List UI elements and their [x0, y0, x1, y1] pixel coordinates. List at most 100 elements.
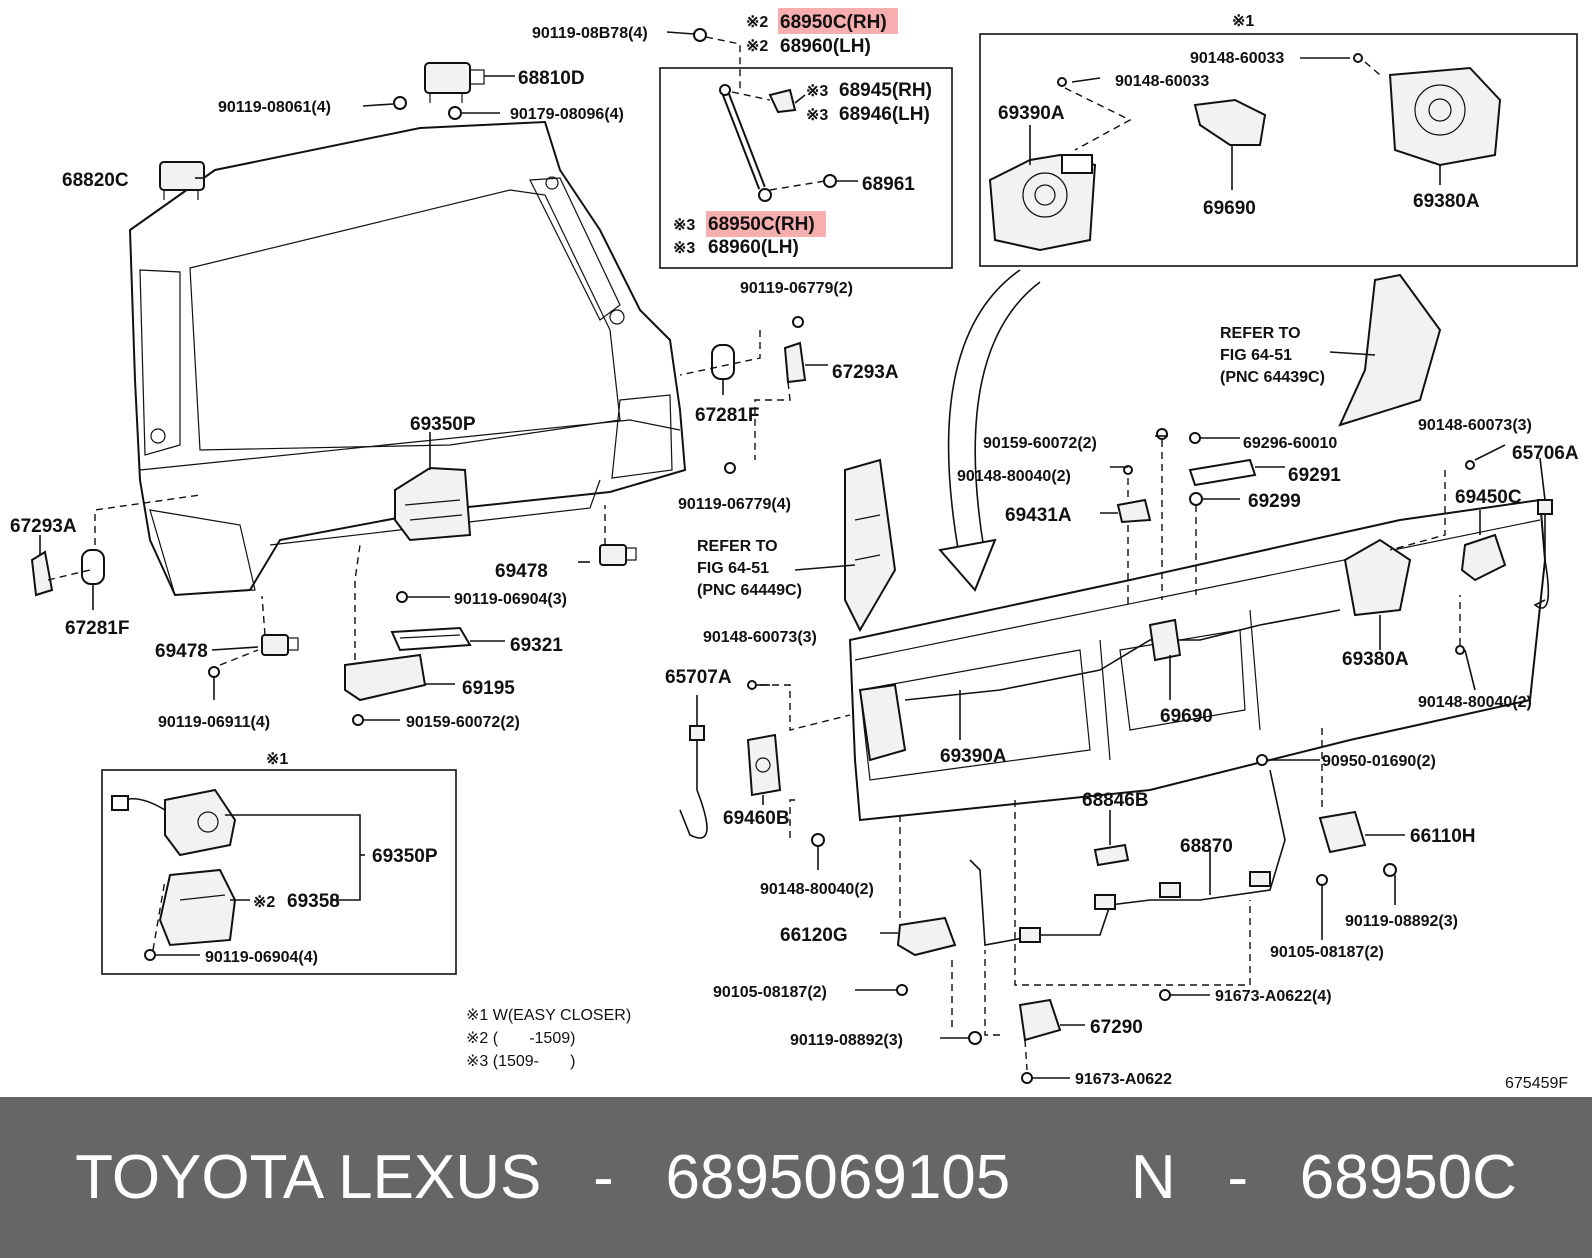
side-bracket-right [1338, 273, 1442, 427]
mark-3-d: ※3 [673, 240, 695, 257]
callout-labels: 90119-08B78(4) ※2 68950C(RH) ※2 68960(LH… [10, 12, 1579, 1092]
label-68820C: 68820C [62, 170, 129, 191]
label-69291: 69291 [1288, 465, 1341, 486]
label-90119-06911-4: 90119-06911(4) [158, 714, 270, 731]
label-90148-60033-a: 90148-60033 [1190, 50, 1284, 67]
label-68946: 68946(LH) [839, 104, 930, 125]
cable-69690 [904, 609, 1341, 701]
lock-69450C [1460, 533, 1507, 582]
damper-68810D [424, 62, 485, 103]
label-69296-60010: 69296-60010 [1243, 435, 1337, 452]
mark-3-a: ※3 [806, 83, 828, 100]
highlight-68950C-top [778, 8, 898, 34]
label-67293A-left: 67293A [10, 516, 77, 537]
footer-title: TOYOTA LEXUS - 6895069105 N - 68950C [0, 1097, 1592, 1258]
stopper-67293A-right [783, 341, 807, 384]
label-69358: 69358 [287, 891, 340, 912]
legend-line-3: ※3 (1509- ) [466, 1053, 575, 1070]
harness-68870 [969, 769, 1286, 946]
label-69390A-main: 69390A [940, 746, 1007, 767]
mark-3-c: ※3 [673, 217, 695, 234]
damper-68820C [159, 161, 205, 200]
label-69350P-inset: 69350P [372, 846, 438, 867]
motor-69390A-inset [988, 153, 1097, 252]
label-67293A-right: 67293A [832, 362, 899, 383]
motor-69380A-inset [1388, 66, 1502, 167]
label-66120G: 66120G [780, 925, 848, 946]
mark-2-b: ※2 [746, 38, 768, 55]
direction-arrow [938, 269, 1041, 592]
label-pnc-1: (PNC 64439C) [1220, 369, 1325, 386]
stopper-67293A-left [30, 550, 54, 597]
label-90159-60072-2b: 90159-60072(2) [406, 714, 520, 731]
label-90119-08892-3a: 90119-08892(3) [1345, 913, 1458, 930]
label-90119-06779-4: 90119-06779(4) [678, 496, 791, 513]
label-pnc-2: (PNC 64449C) [697, 582, 802, 599]
mark-2-inset: ※2 [253, 894, 275, 911]
label-67290: 67290 [1090, 1017, 1143, 1038]
switch-69478-right [599, 544, 637, 566]
label-refer-to-2: REFER TO [697, 538, 778, 555]
footer-pnc: 68950C [1299, 1143, 1517, 1212]
label-68960-lh-top: 68960(LH) [780, 36, 871, 57]
footer-separator-1: - [593, 1143, 614, 1212]
label-69380A-top: 69380A [1413, 191, 1480, 212]
label-91673-A0622-4: 91673-A0622(4) [1215, 988, 1332, 1005]
label-69390A-top: 69390A [998, 103, 1065, 124]
easy-closer-inset-top [979, 33, 1578, 267]
highlight-68950C-box [706, 211, 826, 237]
label-90119-06904-4: 90119-06904(4) [205, 949, 318, 966]
footer-part-number: 6895069105 [665, 1143, 1011, 1212]
nut-90179-08096 [448, 106, 500, 120]
legend-line-2: ※2 ( -1509) [466, 1030, 575, 1047]
label-90119-08061: 90119-08061(4) [218, 99, 331, 116]
label-fig-2: FIG 64-51 [697, 560, 769, 577]
label-90119-06779-2: 90119-06779(2) [740, 280, 853, 297]
striker-69460B [746, 733, 782, 797]
label-67281F-left: 67281F [65, 618, 129, 639]
bracket-69431A [1116, 498, 1152, 524]
sensor-65707A [679, 725, 708, 839]
label-90148-60033-b: 90148-60033 [1115, 73, 1209, 90]
label-90119-06904-3: 90119-06904(3) [454, 591, 567, 608]
bolt-90119-08061 [362, 96, 407, 110]
switch-66120G [896, 916, 957, 957]
cover-69358 [158, 868, 237, 947]
label-90105-08187-2a: 90105-08187(2) [1270, 944, 1384, 961]
label-69299: 69299 [1248, 491, 1301, 512]
label-68870: 68870 [1180, 836, 1233, 857]
switch-69478-left [261, 634, 299, 656]
stopper-67290 [1018, 998, 1062, 1042]
label-refer-to-1: REFER TO [1220, 325, 1301, 342]
strut-inset-frame [659, 67, 953, 269]
label-90119-08892-3b: 90119-08892(3) [790, 1032, 903, 1049]
label-90148-80040-2b: 90148-80040(2) [1418, 694, 1532, 711]
label-68846B: 68846B [1082, 790, 1149, 811]
label-90105-08187-2b: 90105-08187(2) [713, 984, 827, 1001]
figure-code: 675459F [1505, 1075, 1568, 1092]
label-69450C: 69450C [1455, 487, 1522, 508]
label-91673-A0622: 91673-A0622 [1075, 1071, 1172, 1088]
cover-69291 [1188, 458, 1257, 487]
mark-3-b: ※3 [806, 107, 828, 124]
side-bracket-left [844, 458, 897, 633]
mark-2-a: ※2 [746, 14, 768, 31]
bracket-68945 [768, 88, 797, 114]
label-66110H: 66110H [1410, 826, 1476, 847]
label-69431A: 69431A [1005, 505, 1072, 526]
label-90179-08096: 90179-08096(4) [510, 106, 624, 123]
clamp-68846B [1093, 843, 1130, 867]
label-69478-right: 69478 [495, 561, 548, 582]
label-90159-60072-2a: 90159-60072(2) [983, 435, 1097, 452]
cushion-67281F-left [81, 549, 105, 585]
label-65707A: 65707A [665, 667, 732, 688]
label-68950C-rh-box: 68950C(RH) [708, 214, 815, 235]
label-69380A-main: 69380A [1342, 649, 1409, 670]
label-68810D: 68810D [518, 68, 585, 89]
label-90950-01690-2: 90950-01690(2) [1322, 753, 1436, 770]
label-65706A: 65706A [1512, 443, 1579, 464]
leader-lines [39, 57, 1546, 1079]
footer-bar: TOYOTA LEXUS - 6895069105 N - 68950C [0, 1097, 1592, 1258]
switch-66110H [1318, 810, 1367, 854]
legend-line-1: ※1 W(EASY CLOSER) [466, 1007, 631, 1024]
